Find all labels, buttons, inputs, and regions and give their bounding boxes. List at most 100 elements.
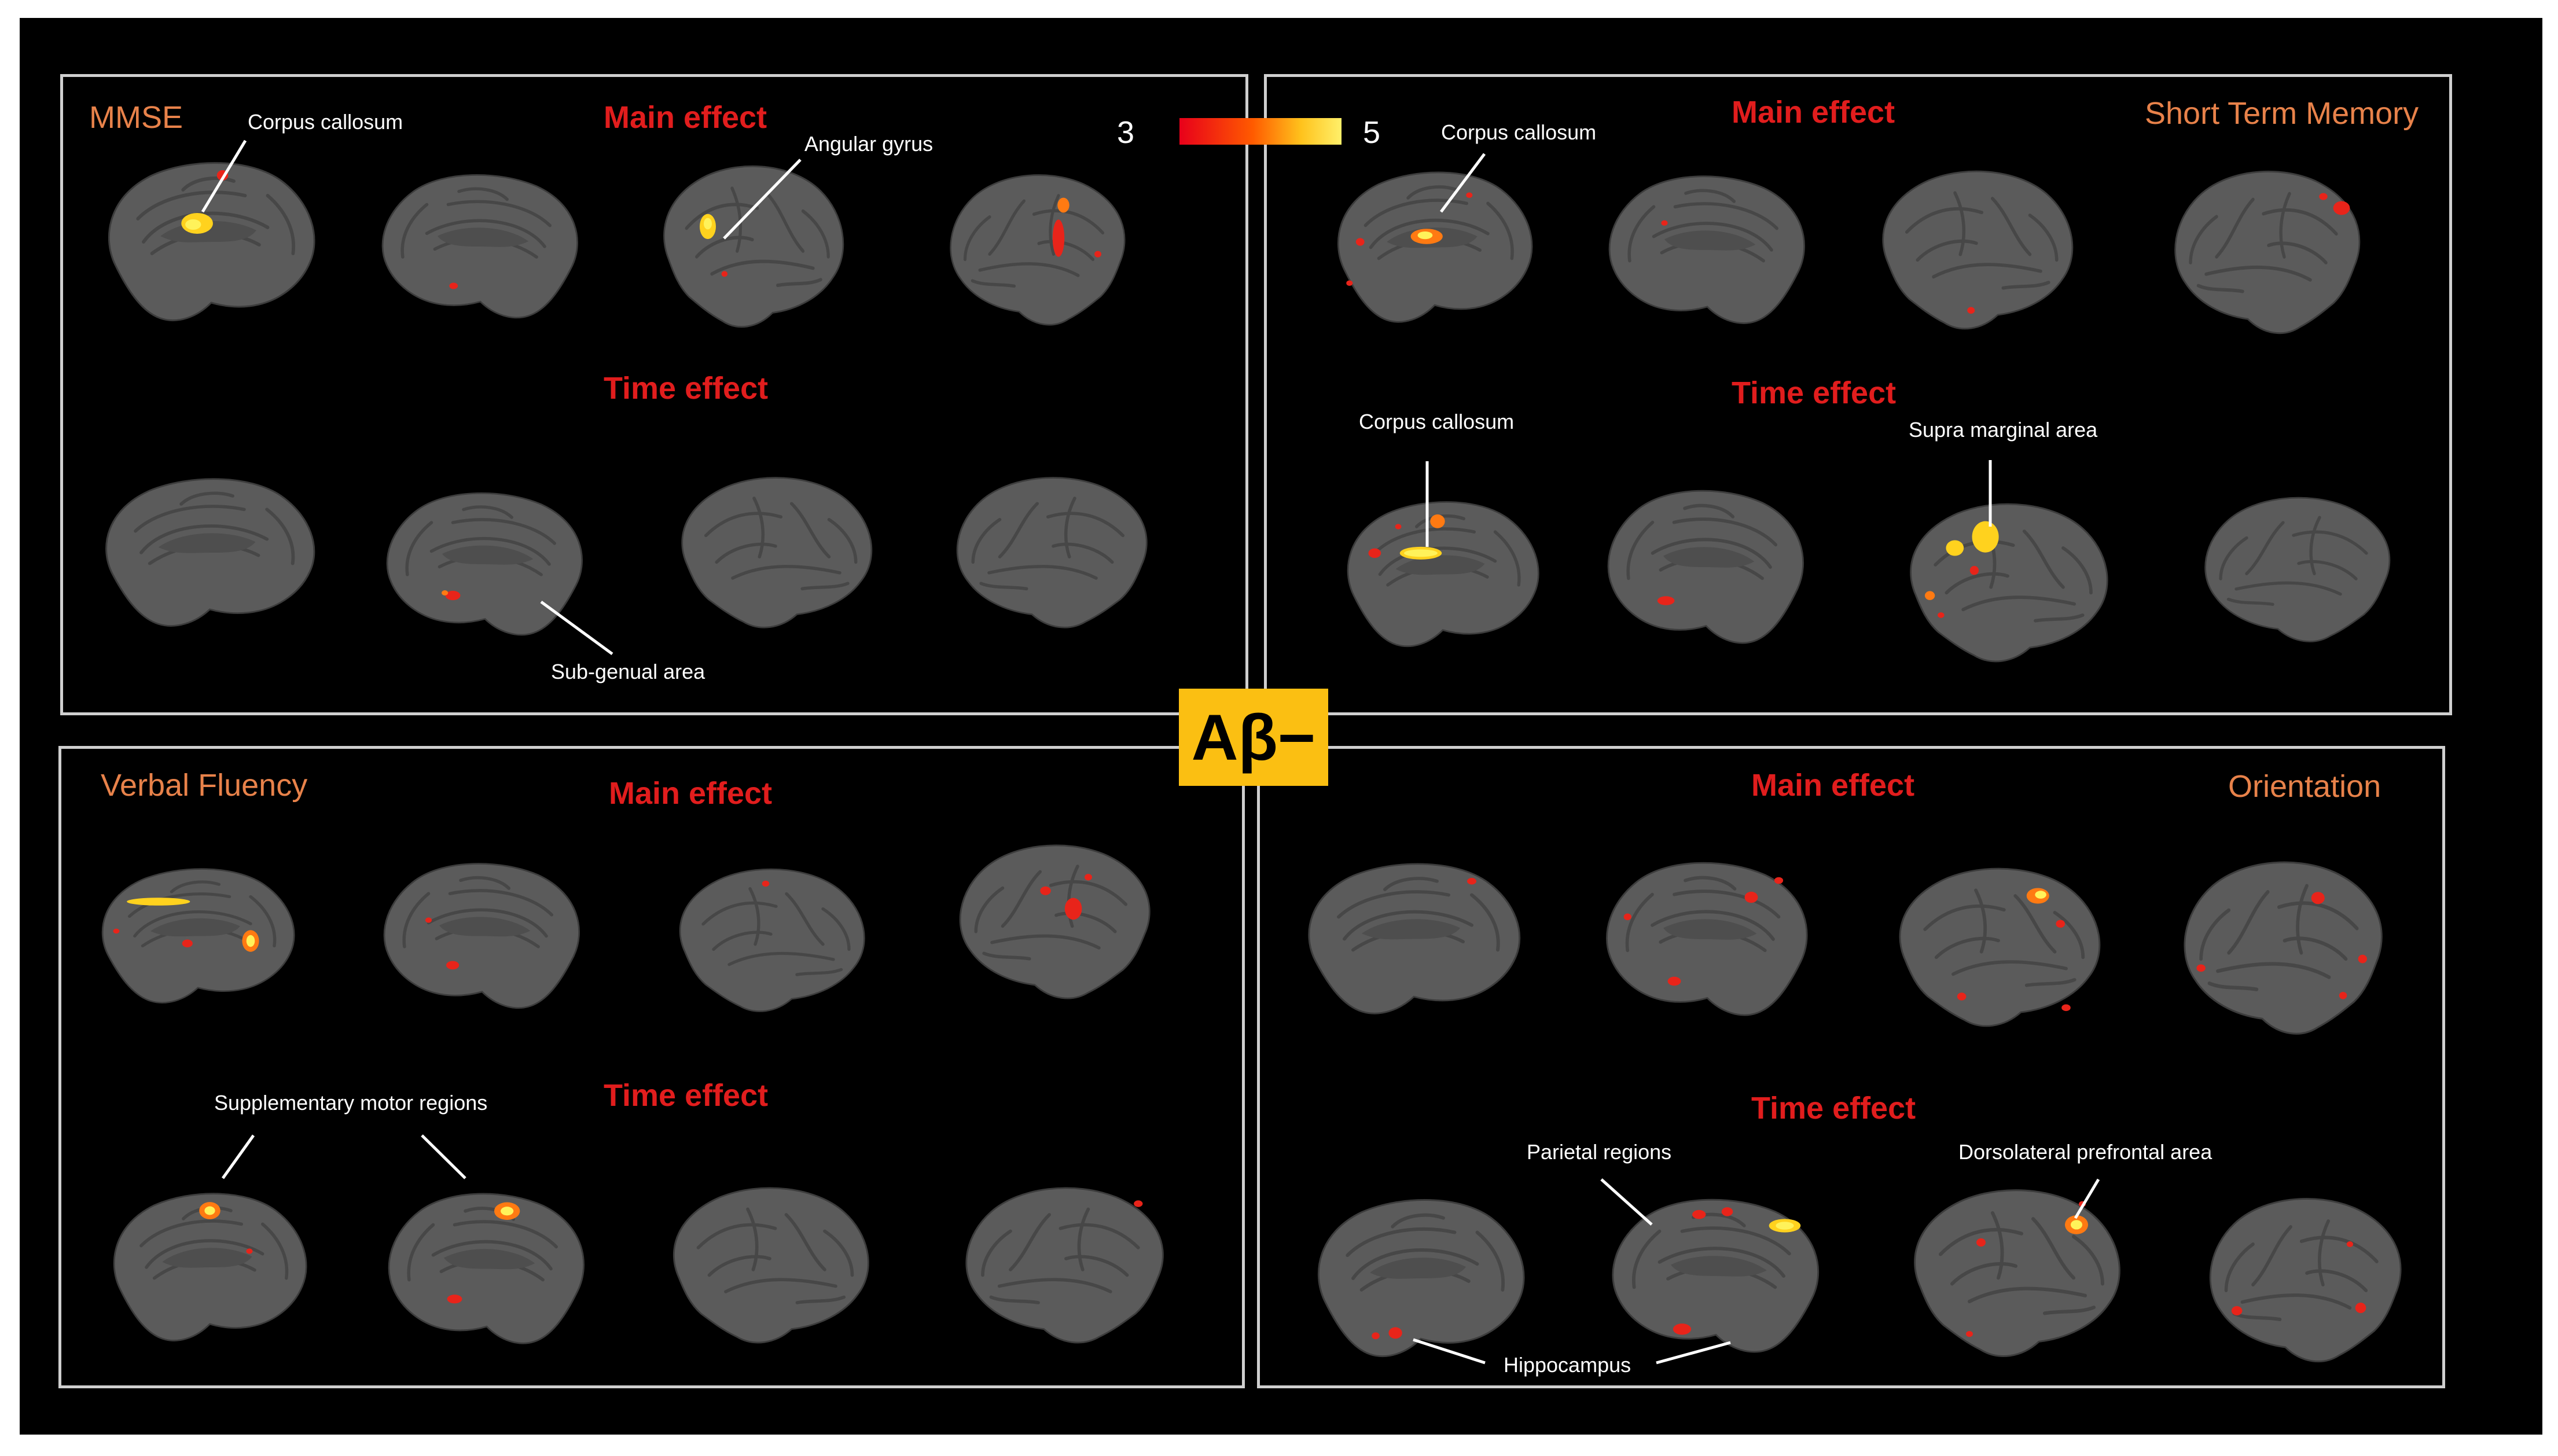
activation-cluster — [1466, 192, 1473, 198]
label-supplementary-motor-regions: Supplementary motor regions — [214, 1091, 488, 1115]
panel-title-short-term-memory: Short Term Memory — [2145, 96, 2419, 131]
activation-cluster — [1957, 992, 1967, 1001]
activation-cluster — [2196, 964, 2206, 972]
activation-cluster — [1976, 1238, 1986, 1247]
panel-title-verbal-fluency: Verbal Fluency — [101, 768, 308, 803]
activation-cluster — [1417, 231, 1433, 240]
main-effect-label-stm: Main effect — [1732, 95, 1895, 130]
activation-cluster — [2319, 193, 2328, 200]
brain-render-medial — [378, 486, 592, 642]
activation-cluster — [1430, 514, 1445, 528]
activation-cluster — [1368, 548, 1381, 558]
brain-render-lateral — [940, 169, 1137, 329]
activation-cluster — [2079, 1201, 2086, 1207]
brain-render-medial — [1328, 165, 1541, 330]
activation-cluster — [1972, 521, 1999, 553]
amyloid-negative-badge: Aβ− — [1179, 689, 1328, 786]
activation-cluster — [501, 1207, 514, 1216]
activation-cluster — [1623, 913, 1631, 921]
brain-render-lateral — [667, 863, 875, 1015]
activation-cluster — [1657, 596, 1675, 605]
label-corpus-callosum-stm-time: Corpus callosum — [1359, 410, 1515, 433]
activation-cluster — [2231, 1306, 2243, 1315]
activation-cluster — [425, 917, 432, 923]
brain-render-medial — [104, 1186, 315, 1348]
activation-cluster — [2333, 201, 2350, 215]
activation-cluster — [1924, 591, 1935, 600]
activation-cluster — [216, 170, 229, 181]
activation-cluster — [113, 928, 120, 934]
brain-render-lateral — [1869, 165, 2083, 333]
activation-cluster — [1969, 565, 1979, 575]
main-effect-label-verbal: Main effect — [609, 776, 773, 811]
brain-render-lateral — [949, 839, 1163, 1002]
activation-cluster — [1052, 219, 1065, 257]
activation-cluster — [1372, 1332, 1380, 1340]
time-effect-label-verbal: Time effect — [604, 1078, 769, 1113]
activation-cluster — [1395, 524, 1402, 530]
brain-render-medial — [1308, 1192, 1534, 1365]
activation-cluster — [1774, 877, 1784, 884]
activation-cluster — [1966, 1331, 1973, 1337]
time-effect-label-stm: Time effect — [1732, 376, 1897, 410]
activation-cluster — [762, 880, 770, 887]
panel-title-orientation: Orientation — [2228, 769, 2381, 804]
brain-render-medial — [1600, 169, 1814, 331]
brain-render-lateral — [2164, 165, 2373, 337]
brain-render-medial — [1603, 1192, 1829, 1360]
colorbar-min: 3 — [1117, 115, 1135, 150]
activation-cluster — [1721, 1207, 1733, 1216]
activation-cluster — [185, 219, 201, 230]
panel-title-mmse: MMSE — [89, 100, 183, 135]
brain-render-lateral — [955, 1182, 1177, 1347]
brain-render-medial — [98, 155, 324, 329]
label-angular-gyrus: Angular gyrus — [804, 132, 933, 156]
activation-cluster — [1388, 1327, 1402, 1339]
brain-render-lateral — [1897, 498, 2119, 666]
brain-render-lateral — [2199, 1192, 2414, 1366]
activation-cluster — [721, 271, 728, 277]
label-corpus-callosum-stm-main: Corpus callosum — [1441, 120, 1597, 144]
brain-render-lateral — [1900, 1183, 2131, 1361]
panel-orientation — [1257, 746, 2445, 1388]
activation-cluster — [2358, 954, 2367, 964]
label-parietal-regions: Parietal regions — [1527, 1140, 1672, 1164]
label-dorsolateral-prefrontal-area: Dorsolateral prefrontal area — [1958, 1140, 2212, 1164]
colorbar-max: 5 — [1363, 115, 1381, 150]
activation-cluster — [449, 282, 458, 289]
label-corpus-callosum-mmse: Corpus callosum — [248, 110, 403, 134]
activation-cluster — [2071, 1220, 2082, 1230]
brain-render-medial — [375, 856, 589, 1016]
main-effect-label-mmse: Main effect — [604, 100, 767, 135]
brain-render-lateral — [946, 472, 1160, 631]
brain-render-lateral — [651, 160, 854, 331]
activation-cluster — [1355, 238, 1365, 246]
activation-cluster — [445, 590, 461, 601]
activation-cluster — [1673, 1323, 1692, 1335]
activation-cluster — [447, 1295, 462, 1304]
activation-cluster — [1967, 307, 1975, 314]
activation-cluster — [1661, 220, 1668, 226]
activation-cluster — [1404, 549, 1438, 557]
activation-cluster — [1085, 874, 1092, 881]
activation-cluster — [446, 961, 460, 970]
activation-cluster — [182, 939, 193, 948]
main-effect-label-orientation: Main effect — [1751, 768, 1915, 803]
activation-cluster — [127, 898, 190, 906]
brain-render-medial — [373, 168, 587, 325]
activation-cluster — [246, 935, 255, 947]
activation-cluster — [246, 1248, 253, 1254]
label-sub-genual-area: Sub-genual area — [551, 660, 705, 683]
activation-cluster — [2355, 1303, 2366, 1313]
panel-mmse — [60, 74, 1248, 715]
panel-short-term-memory — [1264, 74, 2452, 715]
activation-cluster — [2061, 1004, 2071, 1012]
activation-cluster — [442, 590, 449, 595]
colorbar — [1179, 118, 1342, 145]
brain-render-lateral — [668, 472, 883, 631]
brain-render-medial — [95, 472, 324, 634]
time-effect-label-orientation: Time effect — [1751, 1091, 1916, 1126]
label-supra-marginal-area: Supra marginal area — [1909, 418, 2098, 442]
activation-cluster — [704, 218, 712, 230]
activation-cluster — [1946, 540, 1964, 556]
